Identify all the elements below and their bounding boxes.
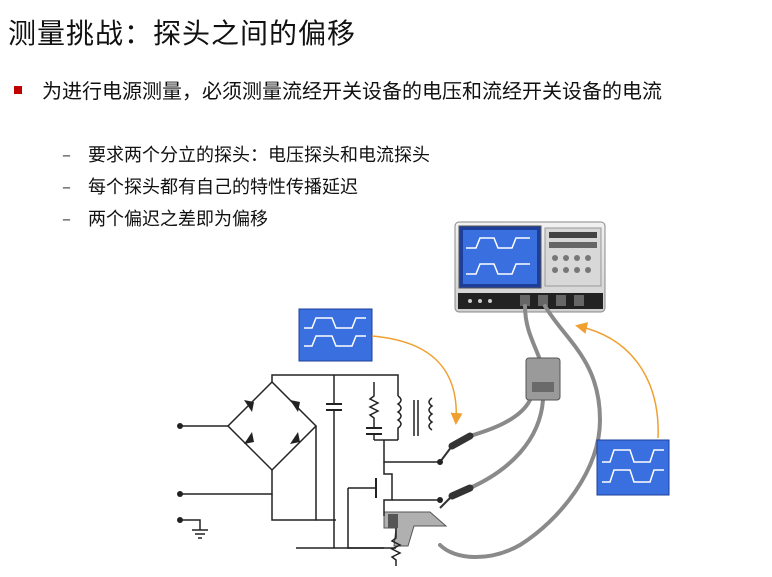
sub-bullet-2-text: 每个探头都有自己的特性传播延迟 [88, 177, 358, 198]
transformer-icon [396, 395, 402, 440]
probe-amplifier-icon [525, 357, 561, 401]
voltage-arrow [371, 335, 463, 425]
bullet-marker [14, 86, 22, 94]
current-arrow [575, 322, 659, 439]
sub-bullet-3-text: 两个偏迟之差即为偏移 [88, 209, 268, 230]
bridge-diodes [244, 400, 300, 444]
probe-cables [438, 304, 603, 559]
current-probe-icon [383, 511, 448, 547]
sub-bullet-1-text: 要求两个分立的探头：电压探头和电流探头 [88, 145, 430, 166]
power-circuit [180, 374, 440, 566]
ground-icon [180, 519, 208, 539]
main-bullet: 为进行电源测量，必须测量流经开关设备的电压和流经开关设备的电流 [42, 79, 662, 103]
mosfet-icon [383, 462, 393, 516]
voltage-waveform-panel [298, 308, 373, 362]
sub-bullet-2: –每个探头都有自己的特性传播延迟 [62, 177, 358, 198]
current-waveform-panel [596, 439, 670, 496]
diode-bridge-icon [226, 380, 318, 472]
oscilloscope-icon [454, 221, 606, 313]
voltage-probe-icon [439, 432, 474, 509]
slide-title: 测量挑战：探头之间的偏移 [8, 17, 357, 50]
sub-bullet-3: –两个偏迟之差即为偏移 [62, 209, 268, 230]
sub-bullet-1: –要求两个分立的探头：电压探头和电流探头 [62, 145, 430, 166]
input-terminals [177, 423, 443, 523]
